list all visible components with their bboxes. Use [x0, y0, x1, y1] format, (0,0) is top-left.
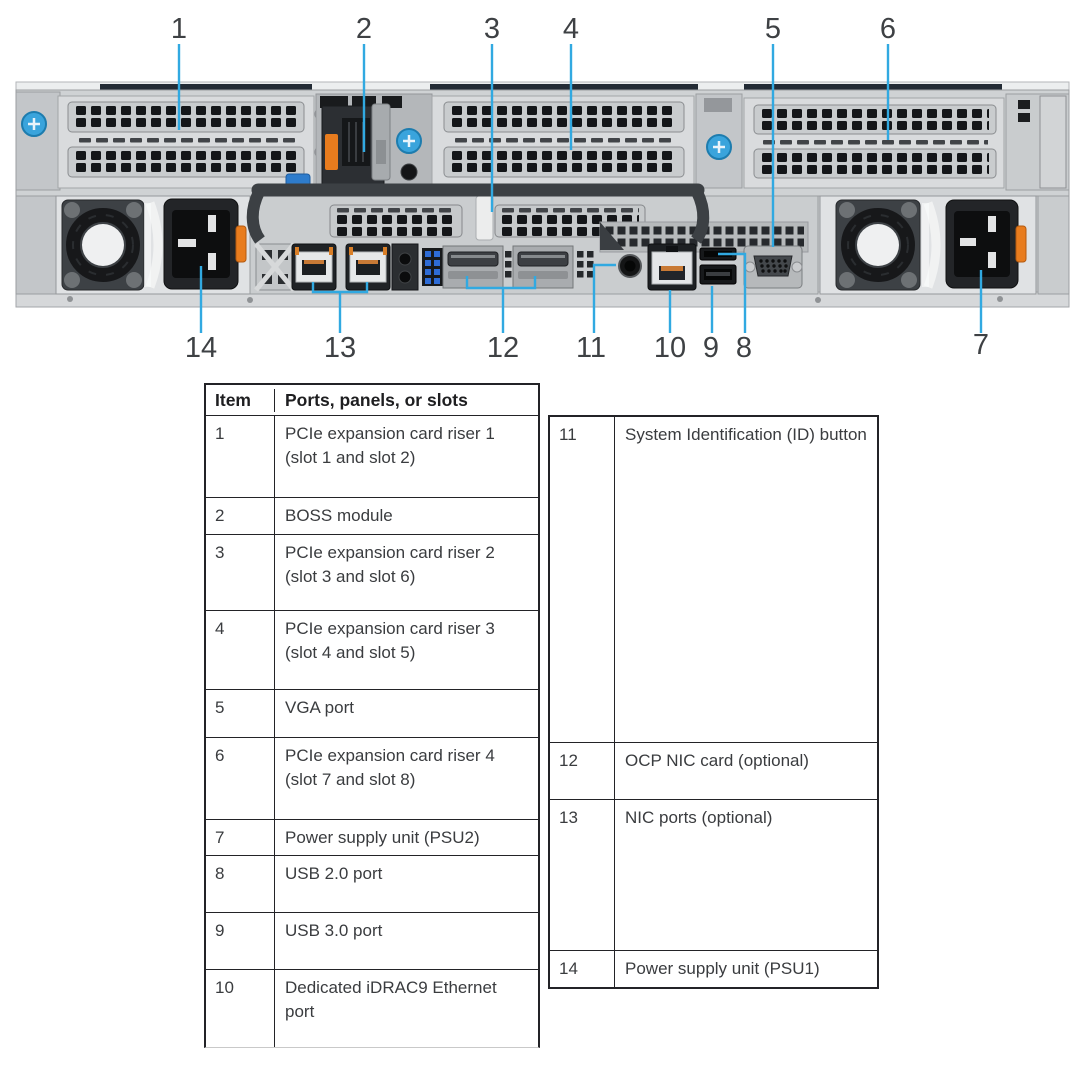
table-row: 1 PCIe expansion card riser 1 (slot 1 an…: [206, 415, 538, 497]
table-row: 14 Power supply unit (PSU1): [550, 950, 877, 987]
vga-port: [743, 245, 803, 289]
x-vent: [254, 242, 296, 292]
table-row: 2 BOSS module: [206, 497, 538, 534]
callout-number-5: 5: [765, 13, 781, 45]
description-cell: PCIe expansion card riser 3 (slot 4 and …: [285, 619, 495, 662]
callout-number-8: 8: [736, 332, 752, 364]
system-id-button: [618, 254, 642, 278]
table-header-row: Item Ports, panels, or slots: [206, 385, 538, 415]
item-cell: 13: [550, 800, 615, 950]
callout-number-4: 4: [563, 13, 579, 45]
table-row: 6 PCIe expansion card riser 4 (slot 7 an…: [206, 737, 538, 819]
riser-1-bay: [57, 95, 330, 189]
callout-number-1: 1: [171, 13, 187, 45]
description-cell: OCP NIC card (optional): [625, 751, 809, 770]
col-header-description: Ports, panels, or slots: [285, 390, 468, 410]
table-row: 13 NIC ports (optional): [550, 799, 877, 950]
thumbscrew-left: [21, 111, 47, 137]
callout-number-13: 13: [324, 332, 356, 364]
callout-number-6: 6: [880, 13, 896, 45]
description-cell: USB 3.0 port: [285, 921, 383, 940]
legend-table-left: Item Ports, panels, or slots 1 PCIe expa…: [204, 383, 540, 1048]
table-row: 12 OCP NIC card (optional): [550, 742, 877, 799]
callout-number-11: 11: [576, 332, 606, 364]
riser-4-bay: [743, 93, 1070, 191]
legend-table-right: 11 System Identification (ID) button 12 …: [548, 415, 879, 989]
table-row: 10 Dedicated iDRAC9 Ethernet port: [206, 969, 538, 1047]
server-rear-view-illustration: 1 2 3 4 5 6 14 13 12 11 10 9 8 7: [15, 13, 1070, 364]
item-cell: 6: [206, 738, 275, 819]
item-cell: 14: [550, 951, 615, 987]
table-row: 9 USB 3.0 port: [206, 912, 538, 969]
psu2: [819, 195, 1070, 295]
callout-number-7: 7: [973, 329, 989, 361]
item-cell: 9: [206, 913, 275, 969]
table-row: 3 PCIe expansion card riser 2 (slot 3 an…: [206, 534, 538, 610]
description-cell: Dedicated iDRAC9 Ethernet port: [285, 978, 497, 1021]
description-cell: USB 2.0 port: [285, 864, 383, 883]
handle-bar: [246, 183, 710, 250]
item-cell: 12: [550, 743, 615, 799]
col-header-item: Item: [206, 388, 275, 412]
description-cell: VGA port: [285, 698, 354, 717]
item-cell: 5: [206, 690, 275, 737]
table-row: 8 USB 2.0 port: [206, 855, 538, 912]
table-row: 11 System Identification (ID) button: [550, 417, 877, 742]
callout-leader-13: [311, 282, 369, 333]
callout-number-14: 14: [185, 332, 217, 364]
riser-divider-latch: [695, 93, 743, 189]
idrac-port: [647, 243, 697, 291]
item-cell: 4: [206, 611, 275, 689]
callout-number-9: 9: [703, 332, 719, 364]
description-cell: PCIe expansion card riser 4 (slot 7 and …: [285, 746, 495, 789]
table-row: 7 Power supply unit (PSU2): [206, 819, 538, 855]
psu2-power-inlet: [945, 199, 1019, 289]
callout-leader-8: [718, 252, 747, 333]
item-cell: 8: [206, 856, 275, 912]
riser-3-bay: [431, 95, 695, 189]
psu1: [55, 195, 251, 295]
item-cell: 2: [206, 498, 275, 534]
item-cell: 3: [206, 535, 275, 610]
nic-ports: [291, 243, 391, 291]
blank-plate: [391, 243, 419, 291]
callout-leader-11: [592, 263, 616, 333]
item-cell: 11: [550, 417, 615, 742]
usb-3-port: [699, 264, 737, 285]
item-cell: 7: [206, 820, 275, 855]
description-cell: PCIe expansion card riser 2 (slot 3 and …: [285, 543, 495, 586]
table-row: 4 PCIe expansion card riser 3 (slot 4 an…: [206, 610, 538, 689]
callout-number-12: 12: [487, 332, 519, 364]
callout-number-10: 10: [654, 332, 686, 364]
psu1-fan: [61, 199, 145, 291]
description-cell: Power supply unit (PSU2): [285, 828, 480, 847]
callout-number-2: 2: [356, 13, 372, 45]
callout-leaders: [177, 44, 983, 333]
psu2-fan: [835, 199, 921, 291]
description-cell: System Identification (ID) button: [625, 425, 867, 444]
item-cell: 10: [206, 970, 275, 1047]
description-cell: Power supply unit (PSU1): [625, 959, 820, 978]
item-cell: 1: [206, 416, 275, 497]
description-cell: NIC ports (optional): [625, 808, 773, 827]
table-row: 5 VGA port: [206, 689, 538, 737]
boss-module: [315, 93, 433, 189]
description-cell: PCIe expansion card riser 1 (slot 1 and …: [285, 424, 495, 467]
description-cell: BOSS module: [285, 506, 393, 525]
callout-leader-12: [465, 276, 537, 333]
callout-number-3: 3: [484, 13, 500, 45]
ocp-nic-card: [422, 245, 596, 289]
